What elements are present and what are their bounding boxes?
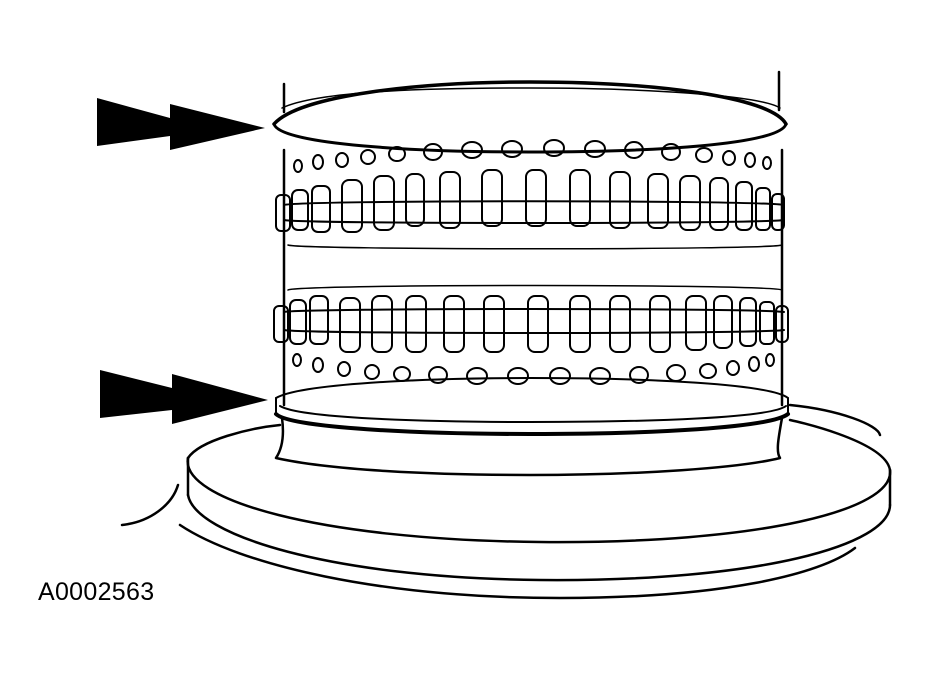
upper-hole-row <box>293 139 772 173</box>
figure-id-label: A0002563 <box>38 578 155 606</box>
upper-spline-row <box>275 169 785 233</box>
upper-seal-arrow <box>97 98 265 150</box>
base-plate <box>120 403 892 600</box>
hub <box>274 416 784 477</box>
lower-hole-row <box>292 353 775 385</box>
lower-seal-ring <box>274 377 790 436</box>
lower-seal-arrow <box>100 370 268 424</box>
drum-body <box>282 70 784 407</box>
upper-seal-ring <box>272 80 788 154</box>
lower-spline-row <box>273 295 789 353</box>
